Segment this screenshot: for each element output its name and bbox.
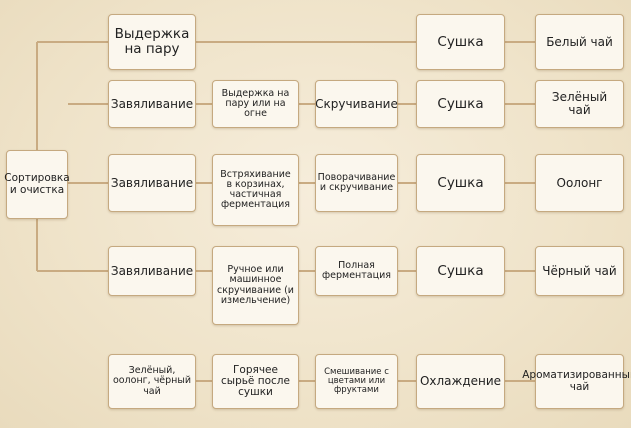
node-shake-ferment: Встряхивание в корзинах, частичная ферме… — [212, 154, 299, 226]
node-full-ferment: Полная ферментация — [315, 246, 398, 296]
node-wither-green: Завяливание — [108, 80, 196, 128]
node-cooling: Охлаждение — [416, 354, 505, 409]
node-mix-flowers: Смешивание с цветами или фруктами — [315, 354, 398, 409]
node-wither-black: Завяливание — [108, 246, 196, 296]
node-mixed-source: Зелёный, оолонг, чёрный чай — [108, 354, 196, 409]
node-roll-green: Скручивание — [315, 80, 398, 128]
node-steam-fire: Выдержка на пару или на огне — [212, 80, 299, 128]
node-green-tea: Зелёный чай — [535, 80, 624, 128]
node-dry-black: Сушка — [416, 246, 505, 296]
node-steam: Выдержка на пару — [108, 14, 196, 70]
node-hot-raw: Горячее сырьё после сушки — [212, 354, 299, 409]
node-turn-roll: Поворачивание и скручивание — [315, 154, 398, 212]
node-black-tea: Чёрный чай — [535, 246, 624, 296]
node-hand-roll: Ручное или машинное скручивание (и измел… — [212, 246, 299, 325]
node-sort-clean: Сортировка и очистка — [4, 150, 70, 219]
node-dry-oolong: Сушка — [416, 154, 505, 212]
node-dry-white: Сушка — [416, 14, 505, 70]
node-wither-oolong: Завяливание — [108, 154, 196, 212]
node-flavored-tea: Ароматизированный чай — [522, 354, 631, 409]
node-white-tea: Белый чай — [535, 14, 624, 70]
node-dry-green: Сушка — [416, 80, 505, 128]
node-oolong: Оолонг — [535, 154, 624, 212]
